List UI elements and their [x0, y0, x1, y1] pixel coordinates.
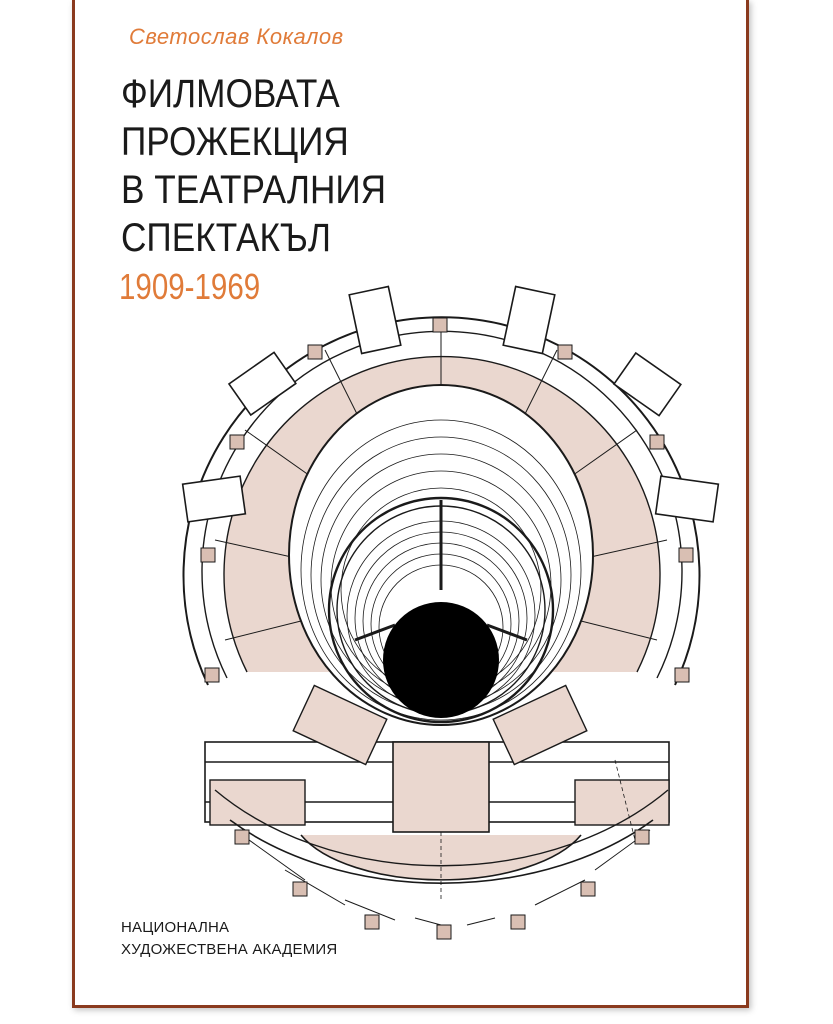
title-line-3: В ТЕАТРАЛНИЯ: [121, 168, 387, 212]
outer-pavilions: [181, 285, 720, 523]
theatre-floor-plan-illustration: [181, 285, 720, 940]
title-line-4: СПЕКТАКЪЛ: [121, 216, 331, 260]
inner-ring: [327, 496, 555, 724]
lower-piers: [234, 829, 650, 940]
title-line-1: ФИЛМОВАТА: [121, 72, 340, 116]
publisher-line-2: ХУДОЖЕСТВЕНА АКАДЕМИЯ: [121, 941, 338, 958]
publisher: НАЦИОНАЛНА ХУДОЖЕСТВЕНА АКАДЕМИЯ: [121, 917, 337, 961]
stage-disc: [383, 602, 499, 718]
author-name: Светослав Кокалов: [129, 24, 344, 49]
projection-lines: [440, 759, 636, 900]
lower-fan-ring: [229, 819, 654, 884]
year-range: 1909-1969: [119, 266, 261, 307]
book-title: ФИЛМОВАТА ПРОЖЕКЦИЯ В ТЕАТРАЛНИЯ СПЕКТАК…: [121, 70, 386, 262]
outer-ring: [182, 316, 701, 686]
ring-piers: [200, 317, 694, 683]
lower-arc: [300, 834, 582, 881]
title-line-2: ПРОЖЕКЦИЯ: [121, 120, 349, 164]
book-cover: Светослав Кокалов ФИЛМОВАТА ПРОЖЕКЦИЯ В …: [72, 0, 749, 1008]
publisher-line-1: НАЦИОНАЛНА: [121, 919, 230, 936]
